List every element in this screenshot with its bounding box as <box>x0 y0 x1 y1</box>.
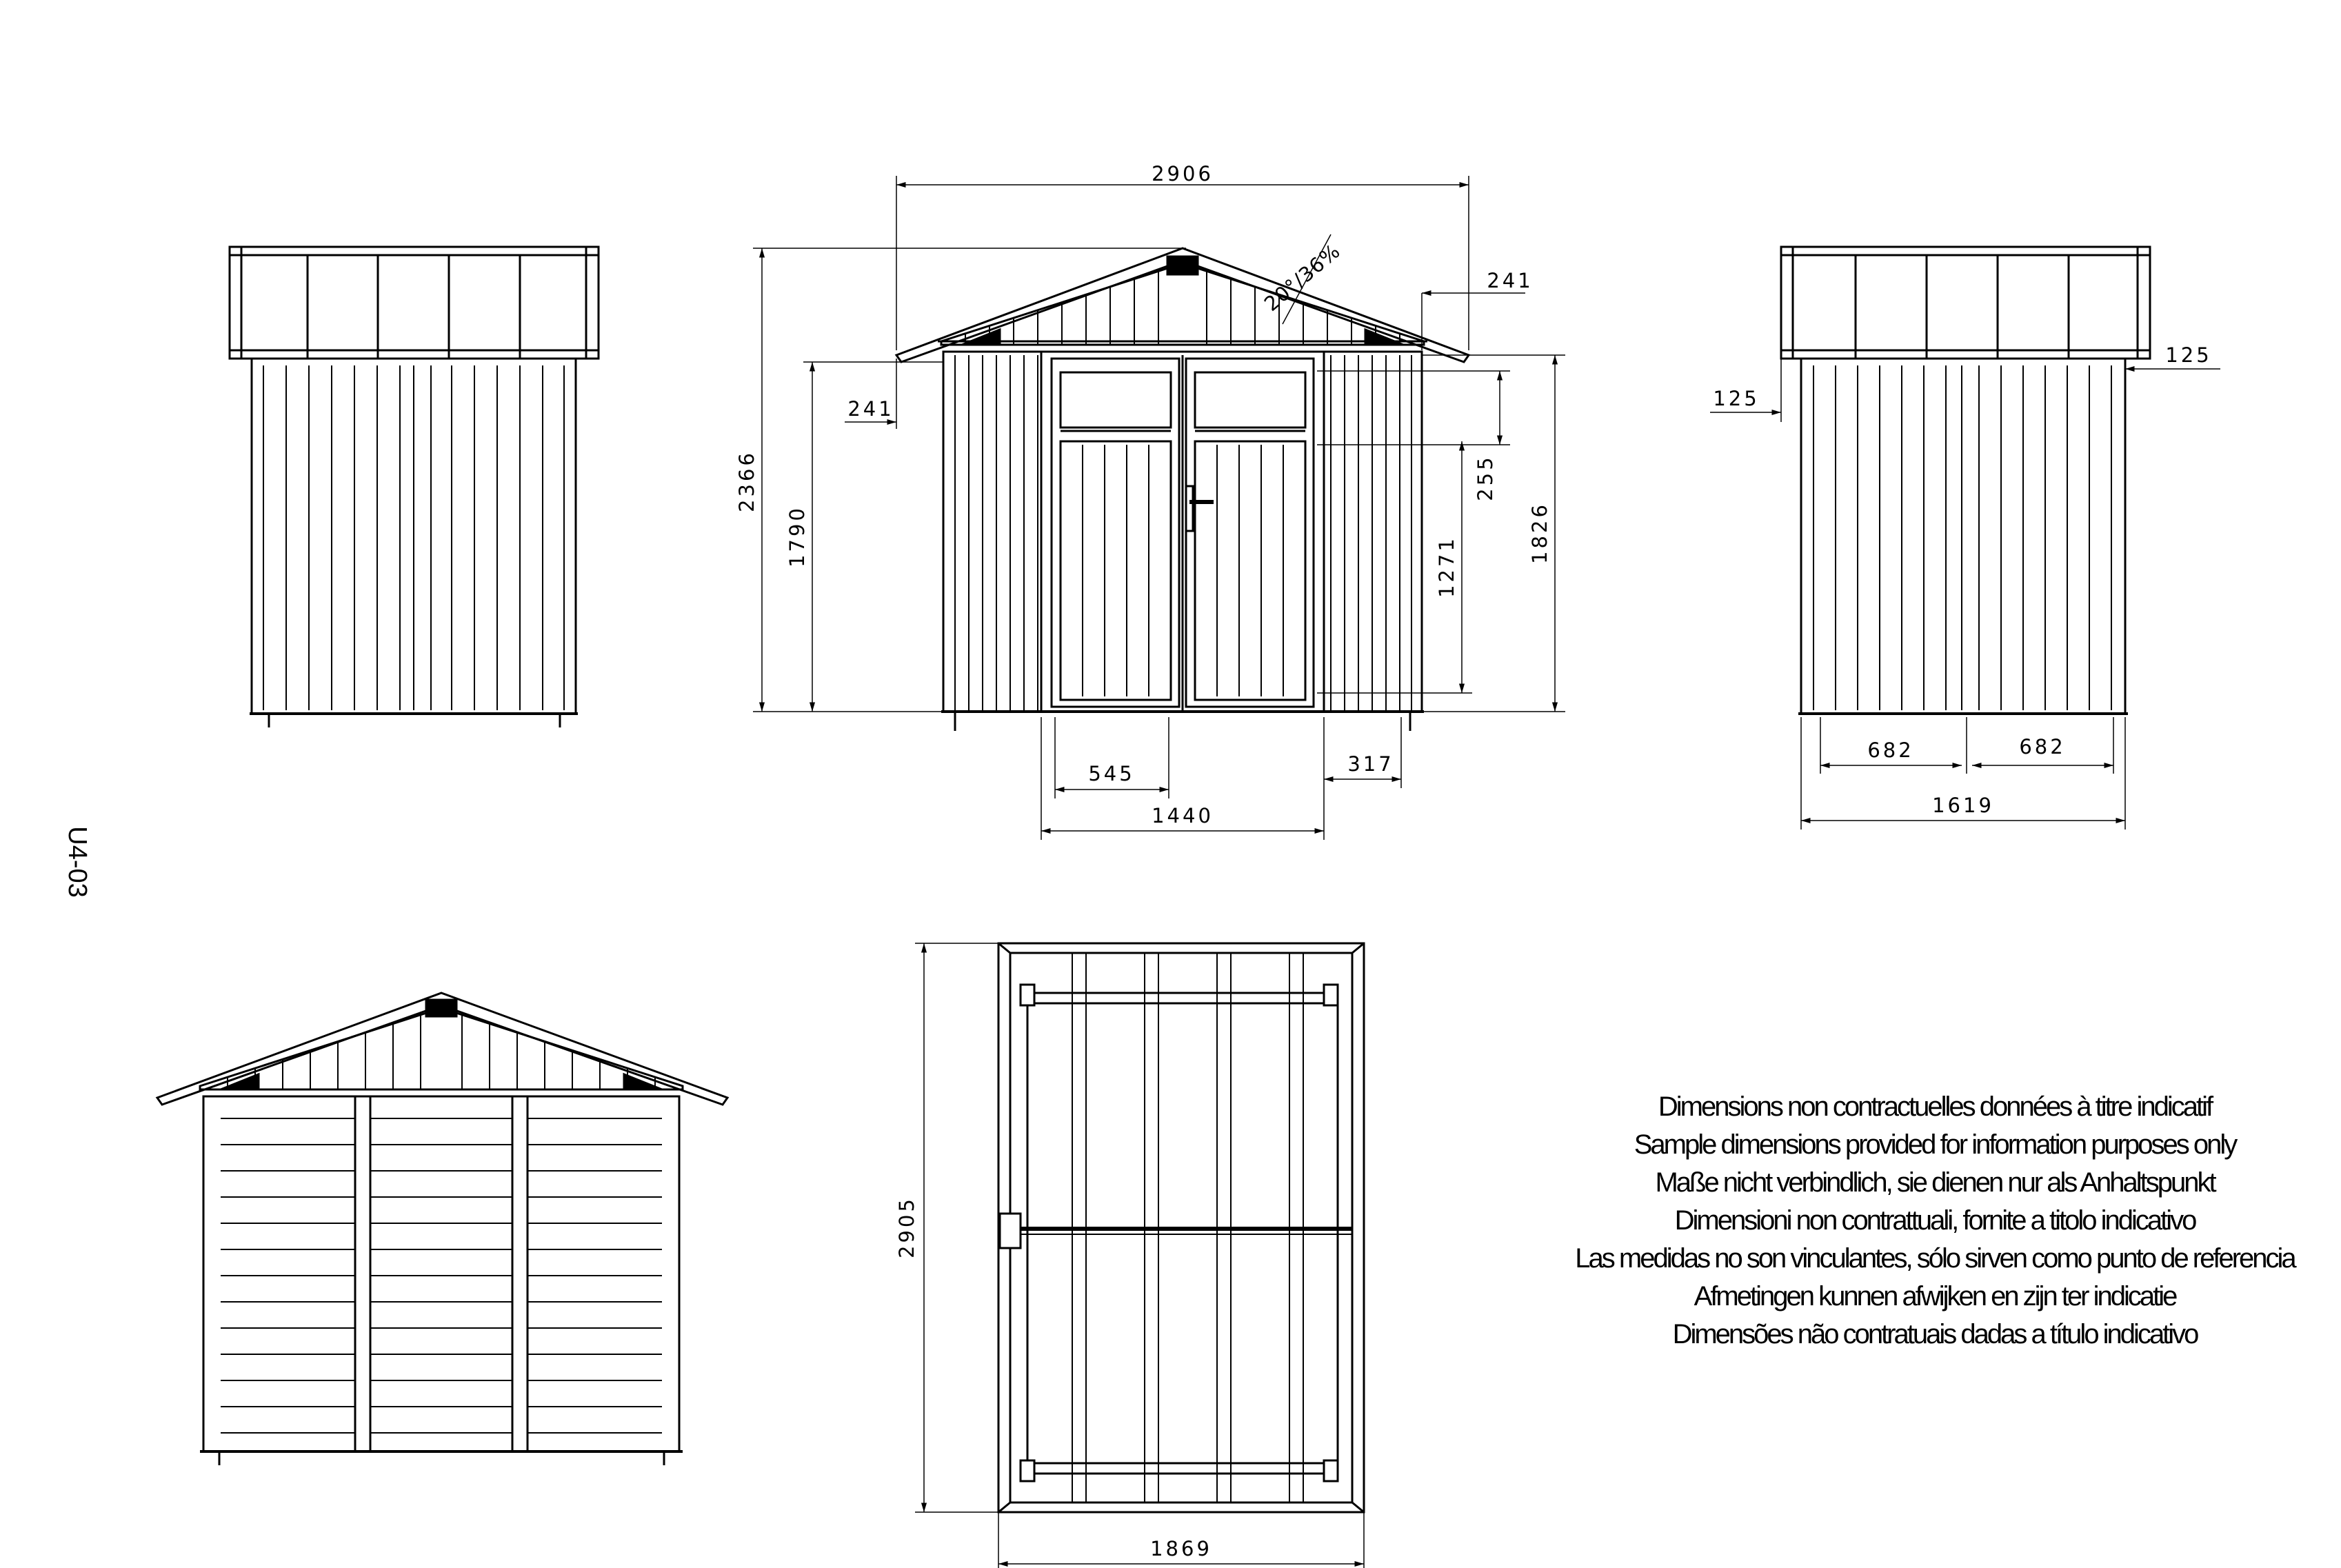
dim-front-overall-height: 2366 <box>735 450 758 512</box>
dim-plan-length: 2905 <box>895 1196 918 1258</box>
disclaimer-line: Dimensões não contratuais dadas a título… <box>1673 1319 2199 1349</box>
dim-side-overhang-right: 125 <box>2165 343 2211 367</box>
roof-panel-box <box>228 245 600 360</box>
dim-door-transom: 255 <box>1474 454 1497 501</box>
rear-wall <box>202 1095 681 1453</box>
floor-plan <box>997 942 1365 1514</box>
dim-side-half-right: 682 <box>2019 735 2065 758</box>
disclaimer: Dimensions non contractuelles données à … <box>1575 1092 2299 1349</box>
front-elevation <box>894 247 1471 731</box>
disclaimer-line: Dimensioni non contrattuali, fornite a t… <box>1675 1205 2196 1236</box>
dimension-labels: 2906 241 20°/36% 2366 241 1790 255 1271 … <box>735 162 2211 1560</box>
dimension-lines <box>753 176 2220 1568</box>
disclaimer-line: Sample dimensions provided for informati… <box>1634 1129 2238 1160</box>
disclaimer-line: Afmetingen kunnen afwijken en zijn ter i… <box>1694 1281 2177 1311</box>
door-handle-icon <box>1185 485 1194 532</box>
dim-side-half-left: 682 <box>1867 738 1913 762</box>
dim-roof-overhang: 241 <box>1487 269 1533 292</box>
dim-wall-to-door: 317 <box>1347 752 1394 776</box>
door-frame <box>1040 350 1325 713</box>
disclaimer-line: Maße nicht verbindlich, sie dienen nur a… <box>1655 1167 2216 1198</box>
dim-side-overall-depth: 1619 <box>1932 794 1994 817</box>
dim-door-opening-width: 1440 <box>1152 804 1214 827</box>
dim-door-leaf-height: 1271 <box>1435 536 1458 598</box>
side-elevation-right <box>1780 245 2151 715</box>
drawing-code: U4-03 <box>63 826 92 898</box>
plan-outline <box>997 942 1365 1514</box>
disclaimer-line: Las medidas no son vinculantes, sólo sir… <box>1575 1243 2297 1274</box>
rear-elevation <box>155 992 730 1465</box>
disclaimer-line: Dimensions non contractuelles données à … <box>1658 1092 2214 1122</box>
dim-wall-height: 1790 <box>785 505 809 567</box>
dim-plan-width: 1869 <box>1150 1537 1212 1560</box>
dim-front-overall-width: 2906 <box>1152 162 1214 185</box>
side-elevation-left <box>228 245 600 727</box>
dim-side-overhang-left: 125 <box>1713 387 1759 410</box>
ridge-cap <box>1166 255 1199 276</box>
dim-door-leaf-width: 545 <box>1088 762 1134 785</box>
gable-triangle <box>940 262 1425 346</box>
dim-eave-drop: 241 <box>847 397 894 421</box>
dim-door-opening-height: 1826 <box>1528 502 1551 564</box>
door-latch-icon <box>998 1212 1022 1249</box>
